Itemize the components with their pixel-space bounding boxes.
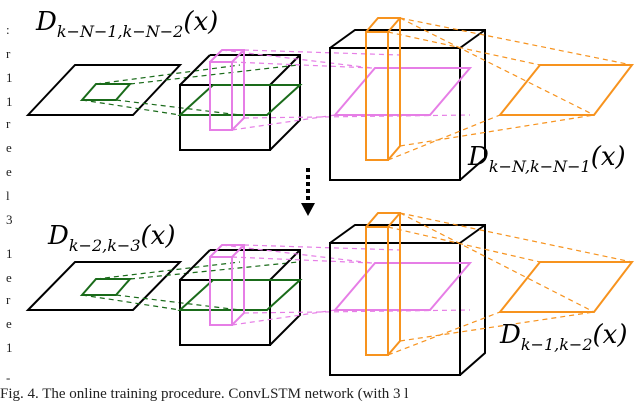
orange-projection-lines-bottom: [387, 212, 633, 356]
magenta-slab-bottom: [209, 244, 245, 326]
orange-column-bottom: [365, 212, 401, 356]
margin-glyph: 1: [6, 70, 13, 85]
margin-glyph: e: [6, 164, 12, 179]
margin-glyph: e: [6, 270, 12, 285]
conv-cube-large-bottom: [329, 224, 486, 376]
input-plane-top: [25, 64, 183, 116]
conv-cube-large-top: [329, 29, 486, 181]
label-top-left: Dk−N−1,k−N−2(x): [35, 7, 218, 41]
label-bottom-right: Dk−1,k−2(x): [499, 320, 627, 354]
output-plane-top: [497, 64, 635, 116]
margin-glyph: r: [6, 46, 11, 61]
margin-glyph: 3: [6, 212, 13, 227]
margin-glyph: 1: [6, 94, 13, 109]
green-plane-bottom: [177, 279, 303, 311]
margin-glyph: e: [6, 316, 12, 331]
figure-caption: Fig. 4. The online training procedure. C…: [0, 386, 409, 402]
input-kernel-top: [79, 83, 133, 101]
magenta-plane-bottom: [332, 262, 473, 311]
margin-glyph: l: [6, 188, 10, 203]
dashed-arrow-icon: [301, 168, 315, 216]
label-bottom-left: Dk−2,k−3(x): [47, 221, 175, 255]
orange-projection-lines-top: [387, 17, 633, 161]
label-top-right: Dk−N,k−N−1(x): [467, 142, 626, 176]
green-projection-lines-top: [81, 64, 299, 116]
margin-glyph: -: [6, 370, 11, 385]
margin-glyph: 1: [6, 340, 13, 355]
margin-glyph: :: [6, 22, 10, 37]
input-plane-bottom: [25, 261, 183, 311]
top-row: Dk−N−1,k−N−2(x) Dk−N,k−N−1(x): [25, 7, 635, 181]
magenta-slab-top: [209, 49, 245, 131]
margin-glyph: e: [6, 140, 12, 155]
conv-cube-small-bottom: [179, 249, 301, 346]
magenta-plane-top: [332, 67, 473, 116]
margin-glyph: r: [6, 292, 11, 307]
bottom-row: Dk−2,k−3(x) Dk−1,k−2(x): [25, 212, 635, 376]
magenta-projection-lines-bottom: [221, 244, 471, 326]
input-kernel-bottom: [79, 278, 133, 296]
magenta-projection-lines-top: [221, 49, 471, 131]
orange-column-top: [365, 17, 401, 161]
green-plane-top: [177, 84, 303, 116]
output-plane-bottom: [497, 261, 635, 313]
margin-glyph: 1: [6, 246, 13, 261]
margin-glyph: r: [6, 116, 11, 131]
green-projection-lines-bottom: [81, 261, 299, 311]
